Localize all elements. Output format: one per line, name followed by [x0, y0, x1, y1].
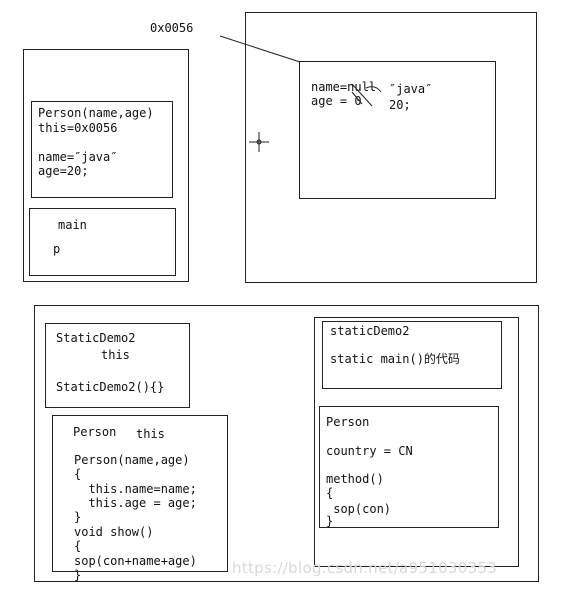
person-static-title: Person — [326, 415, 370, 429]
strike-null-mark — [351, 83, 373, 107]
person-static-method-line: { — [326, 486, 334, 500]
person-static-method-line: method() — [326, 472, 384, 486]
person-object — [299, 61, 496, 199]
person-code-line: } — [74, 568, 82, 582]
person-code-line: { — [74, 539, 82, 553]
person-frame-name: name=″java″ — [38, 150, 118, 164]
main-frame-title: main — [58, 218, 87, 232]
person-static-method-line: sop(con) — [326, 502, 392, 516]
staticdemo2-constructor: StaticDemo2(){} — [56, 380, 165, 394]
heap-age-new-value: 20; — [389, 98, 411, 112]
person-frame-age: age=20; — [38, 164, 89, 178]
stack-area — [23, 49, 189, 282]
person-code-line: this.age = age; — [74, 496, 197, 510]
heap-name-old-value: name=null — [311, 80, 377, 94]
heap-name-new-value: ″java″ — [389, 82, 433, 96]
person-static-field: country = CN — [326, 444, 413, 458]
person-code-line: this.name=name; — [74, 482, 197, 496]
crosshair-icon — [249, 132, 269, 152]
staticdemo2-static-title: staticDemo2 — [330, 324, 410, 338]
reference-arrow-line — [219, 35, 301, 63]
staticdemo2-class-box — [45, 323, 190, 408]
main-frame — [29, 208, 176, 276]
person-code-line: Person(name,age) — [74, 453, 190, 467]
person-code-line: } — [74, 510, 82, 524]
strike-zero-mark — [351, 91, 363, 105]
staticdemo2-class-title: StaticDemo2 — [56, 331, 136, 345]
heap-address-label: 0x0056 — [150, 21, 194, 35]
main-frame-var-p: p — [53, 242, 61, 256]
staticdemo2-static-main: static main()的代码 — [330, 352, 460, 366]
heap-age-old-value: age = 0 — [311, 94, 362, 108]
person-code-line: sop(con+name+age) — [74, 554, 197, 568]
person-constructor-frame — [31, 101, 173, 198]
person-class-title: Person — [73, 425, 117, 439]
staticdemo2-static-box — [322, 321, 502, 389]
heap-area — [245, 12, 537, 283]
method-area — [34, 305, 539, 582]
person-static-method-line: } — [326, 514, 334, 528]
staticdemo2-this-label: this — [101, 348, 130, 362]
watermark: https://blog.csdn.net/a951030353 — [232, 559, 498, 577]
person-static-box — [319, 406, 499, 528]
person-frame-title: Person(name,age) — [38, 106, 154, 120]
static-area — [314, 317, 519, 567]
person-class-this-label: this — [136, 427, 165, 441]
person-code-line: void show() — [74, 525, 154, 539]
person-code-line: { — [74, 467, 82, 481]
person-class-box — [52, 415, 228, 572]
person-frame-this: this=0x0056 — [38, 121, 118, 135]
strike-null-curl — [365, 86, 382, 93]
